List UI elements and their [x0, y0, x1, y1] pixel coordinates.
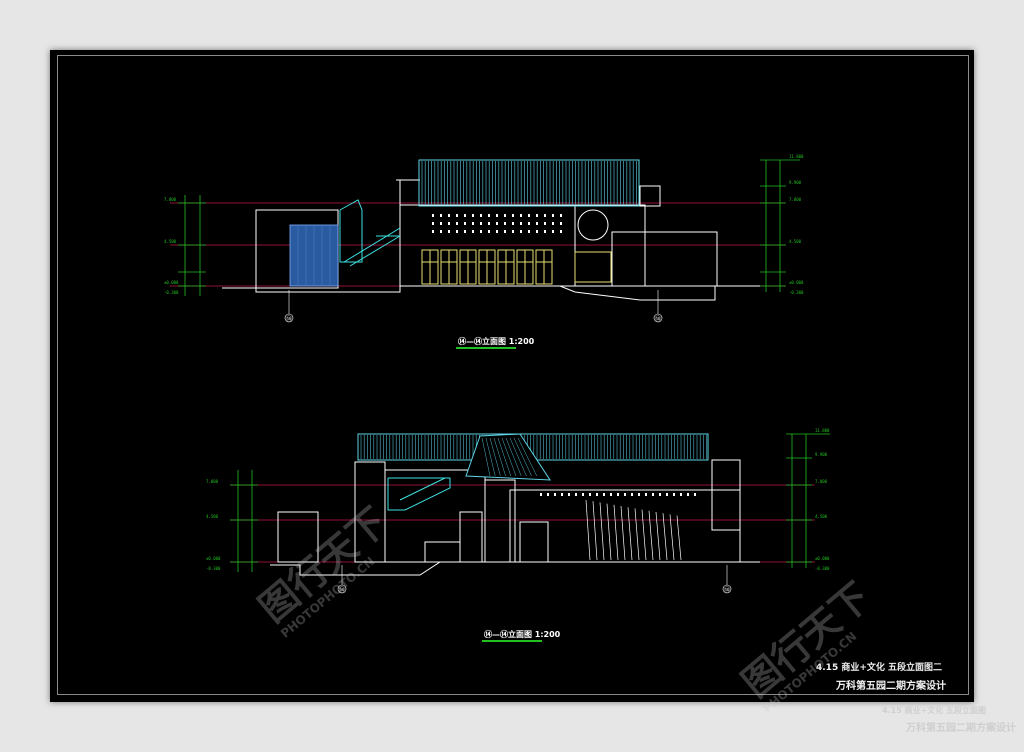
title-block-sheet-name: 4.15 商业+文化 五段立面图二	[816, 663, 943, 673]
axis-label: ⑭	[724, 587, 731, 594]
ghost-title-line2: 万科第五园二期方案设计	[906, 723, 1016, 734]
drawing-sheet	[50, 50, 974, 702]
svg-text:7.800: 7.800	[164, 197, 177, 202]
svg-text:±0.000: ±0.000	[789, 280, 804, 285]
axis-label: ⑭	[286, 316, 293, 323]
svg-text:7.800: 7.800	[789, 197, 802, 202]
upper-elevation-caption: ⑭—⑭立面图 1:200	[458, 337, 535, 346]
caption-underline	[456, 347, 516, 349]
svg-text:-0.300: -0.300	[164, 290, 179, 295]
lower-elevation-caption: ⑭—⑭立面图 1:200	[484, 630, 561, 639]
upper-elevation: 7.800 4.500 ±0.000 -0.300 11.800 9.900 7…	[164, 154, 804, 323]
svg-text:4.500: 4.500	[164, 239, 177, 244]
drawing-frame	[57, 55, 969, 695]
svg-text:±0.000: ±0.000	[206, 556, 221, 561]
svg-text:7.800: 7.800	[206, 479, 219, 484]
svg-text:±0.000: ±0.000	[815, 556, 830, 561]
svg-text:±0.000: ±0.000	[164, 280, 179, 285]
ghost-title-line1: 4.15 商业+文化 五段立面图	[882, 706, 987, 715]
axis-label: ⑭	[339, 587, 346, 594]
svg-text:-0.300: -0.300	[789, 290, 804, 295]
title-block-project-name: 万科第五园二期方案设计	[836, 681, 946, 692]
svg-text:9.900: 9.900	[815, 452, 828, 457]
svg-text:-0.300: -0.300	[206, 566, 221, 571]
svg-text:9.900: 9.900	[789, 180, 802, 185]
svg-text:11.800: 11.800	[815, 428, 830, 433]
svg-text:4.500: 4.500	[206, 514, 219, 519]
svg-text:11.800: 11.800	[789, 154, 804, 159]
caption-underline	[482, 640, 542, 642]
svg-text:4.500: 4.500	[789, 239, 802, 244]
svg-text:-0.300: -0.300	[815, 566, 830, 571]
lower-elevation: 7.800 4.500 ±0.000 -0.300 11.800 9.900 7…	[206, 428, 830, 594]
svg-text:7.800: 7.800	[815, 479, 828, 484]
axis-label: ⑭	[655, 316, 662, 323]
svg-text:4.500: 4.500	[815, 514, 828, 519]
